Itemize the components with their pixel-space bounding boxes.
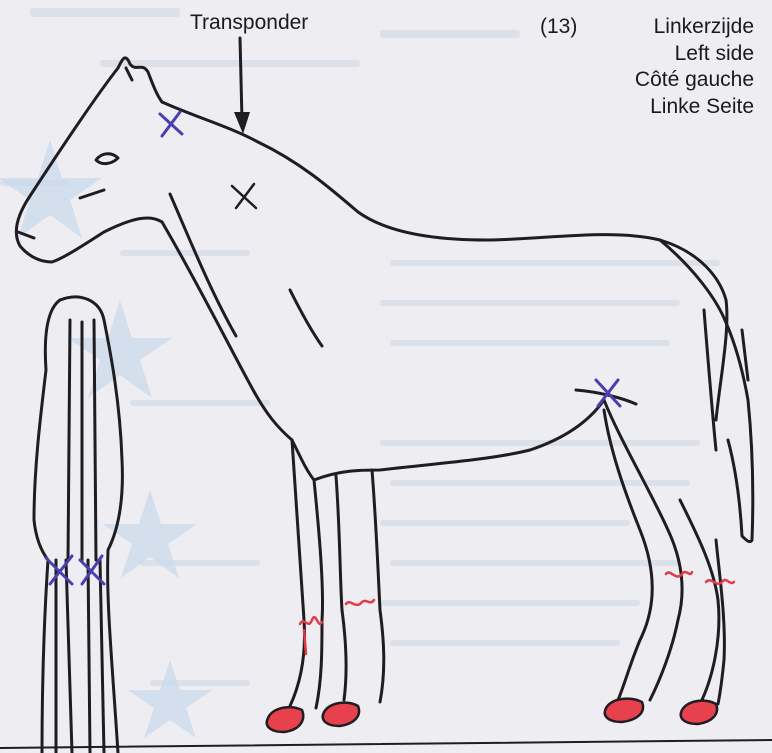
blue-whorl-marks (46, 112, 620, 584)
transponder-arrow (234, 38, 250, 134)
transponder-position-mark (232, 184, 256, 208)
side-label-german: Linke Seite (635, 94, 754, 121)
hooves (267, 699, 717, 732)
horse-front-view-outline (34, 297, 122, 753)
side-labels: Linkerzijde Left side Côté gauche Linke … (635, 14, 754, 120)
side-label-dutch: Linkerzijde (635, 14, 754, 41)
horse-body-outline (16, 58, 752, 542)
side-label-english: Left side (635, 41, 754, 68)
red-leg-markings (300, 572, 734, 654)
horse-front-legs (290, 440, 384, 708)
horse-hind-legs (604, 400, 724, 704)
diagram-number: (13) (540, 14, 577, 40)
transponder-label: Transponder (190, 10, 308, 36)
side-label-french: Côté gauche (635, 67, 754, 94)
